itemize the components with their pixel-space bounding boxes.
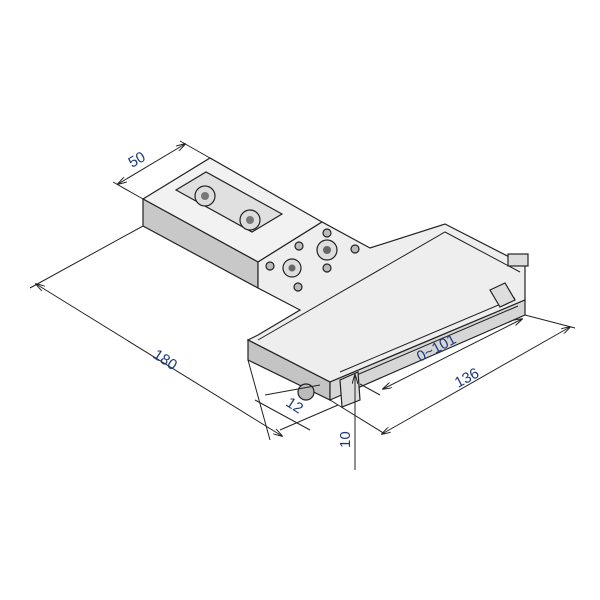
dim-width-top: 50: [126, 148, 149, 171]
mount-block: [141, 157, 324, 290]
knob: [507, 253, 529, 267]
dimension-lines: [29, 140, 576, 470]
dim-slide-length: 136: [452, 365, 482, 392]
dim-height: 10: [337, 431, 354, 448]
dim-offset: 12: [283, 394, 306, 417]
slide-plate: [246, 221, 529, 408]
